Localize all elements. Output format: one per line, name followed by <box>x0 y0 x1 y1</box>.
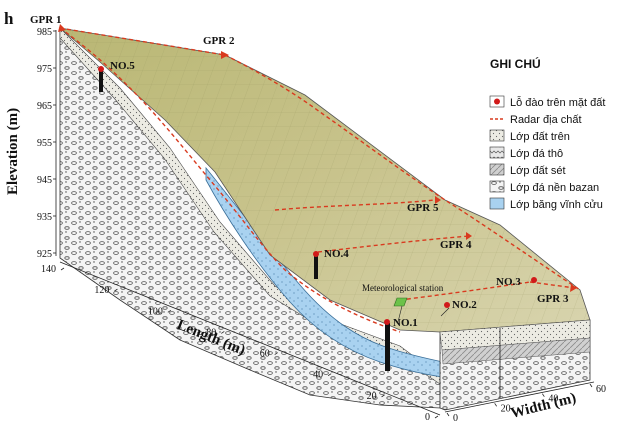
elevation-tick-label: 975 <box>37 64 52 75</box>
front-face-clay <box>441 337 591 365</box>
length-tick-mark <box>60 267 65 271</box>
length-tick-mark <box>327 373 332 377</box>
gpr4-label: GPR 4 <box>440 239 472 251</box>
width-tick-mark <box>446 412 450 417</box>
length-tick-mark <box>434 415 439 419</box>
no4-label: NO.4 <box>324 248 349 260</box>
panel-letter: h <box>4 9 14 28</box>
legend-item-borehole: Lỗ đào trên mặt đất <box>489 95 605 109</box>
borehole-no3 <box>531 277 537 283</box>
elevation-axis: 985 975 965 955 945 935 925 Elevation (m) <box>5 27 57 260</box>
length-tick-label: 80 <box>206 327 216 338</box>
length-tick-label: 20 <box>367 391 377 402</box>
legend-title: GHI CHÚ <box>490 56 541 71</box>
length-tick-label: 40 <box>313 370 323 381</box>
radar-arrows <box>58 24 577 292</box>
no5-label: NO.5 <box>110 60 135 72</box>
elevation-axis-label: Elevation (m) <box>5 108 21 195</box>
length-ticks: 140 120 100 80 60 40 20 0 <box>41 264 439 423</box>
elevation-tick-label: 935 <box>37 212 52 223</box>
length-tick-label: 0 <box>425 412 430 423</box>
length-tick-mark <box>114 288 118 292</box>
legend-label-permafrost: Lớp băng vĩnh cửu <box>510 199 603 211</box>
elevation-tick-label: 965 <box>37 101 52 112</box>
legend-item-radar: Radar địa chất <box>490 114 582 126</box>
legend-item-topsoil: Lớp đất trên <box>489 129 570 143</box>
no1-label: NO.1 <box>393 317 418 329</box>
width-tick-label: 40 <box>548 394 558 405</box>
elevation-tick-label: 955 <box>37 138 52 149</box>
legend-item-permafrost: Lớp băng vĩnh cửu <box>489 197 603 211</box>
borehole-no1 <box>384 319 390 371</box>
legend-label-radar: Radar địa chất <box>510 114 582 126</box>
radar-lines <box>59 27 581 333</box>
length-tick-label: 120 <box>94 285 109 296</box>
length-tick-mark <box>167 309 172 313</box>
slope-surface-grid <box>60 28 590 332</box>
width-tick-label: 60 <box>596 384 606 395</box>
no2-label: NO.2 <box>452 299 477 311</box>
width-tick-mark <box>589 383 593 388</box>
station-leader <box>397 305 403 323</box>
gpr3-label: GPR 3 <box>537 293 569 305</box>
length-tick-label: 140 <box>41 264 56 275</box>
boreholes <box>98 66 537 371</box>
legend-label-clay: Lớp đất sét <box>510 165 566 177</box>
borehole-no5 <box>98 66 104 92</box>
legend-item-clay: Lớp đất sét <box>489 163 566 177</box>
elevation-tick-label: 925 <box>37 249 52 260</box>
station-marker <box>393 297 408 307</box>
length-tick-mark <box>221 331 225 334</box>
elevation-tick-label: 945 <box>37 175 52 186</box>
legend-item-gravel: Lớp đá thô <box>489 146 563 160</box>
legend-label-gravel: Lớp đá thô <box>510 148 563 160</box>
station-label: Meteorological station <box>362 283 444 293</box>
length-tick-mark <box>381 394 385 398</box>
width-tick-mark <box>494 403 497 407</box>
legend: GHI CHÚ Lỗ đào trên mặt đất Radar địa ch… <box>489 56 605 211</box>
legend-item-basalt: Lớp đá nền bazan <box>489 180 599 194</box>
width-tick-mark <box>542 393 545 397</box>
legend-label-basalt: Lớp đá nền bazan <box>510 182 599 194</box>
length-tick-label: 100 <box>148 306 163 317</box>
length-tick-mark <box>274 352 278 355</box>
elevation-tick-label: 985 <box>37 27 52 38</box>
width-tick-label: 20 <box>501 403 511 414</box>
gpr2-label: GPR 2 <box>203 35 235 47</box>
no2-leader <box>440 307 450 317</box>
no3-label: NO.3 <box>496 276 521 288</box>
length-tick-label: 60 <box>260 349 270 360</box>
legend-label-borehole: Lỗ đào trên mặt đất <box>510 96 605 109</box>
borehole-no2 <box>444 302 450 308</box>
width-tick-label: 0 <box>453 413 458 424</box>
elevation-ticks: 985 975 965 955 945 935 925 <box>37 27 56 260</box>
legend-label-topsoil: Lớp đất trên <box>510 131 570 143</box>
gpr5-label: GPR 5 <box>407 202 439 214</box>
gpr1-label: GPR 1 <box>30 14 61 26</box>
borehole-no4 <box>313 251 319 279</box>
width-ticks: 0 20 40 60 <box>446 383 606 424</box>
